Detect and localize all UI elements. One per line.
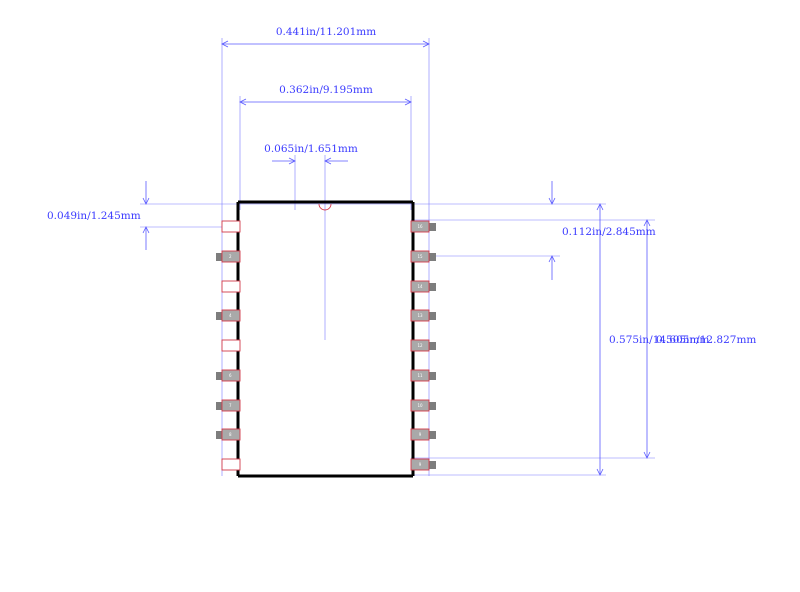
dimension-pin-width	[272, 157, 348, 165]
dim-label-body-length: 0.575in/14.605mm	[609, 334, 709, 346]
left-pad-2: 2	[216, 250, 241, 263]
dim-label-body-width: 0.362in/9.195mm	[279, 84, 373, 96]
left-pad-7: 7	[216, 399, 241, 412]
right-pad-8: 9	[410, 428, 436, 441]
pad	[410, 250, 430, 263]
pad-lead-stub	[216, 312, 222, 320]
pad-lead-stub	[216, 402, 222, 410]
pad	[410, 280, 430, 293]
pin-number: 12	[417, 343, 423, 348]
pad-lead-stub	[429, 372, 436, 380]
pad	[410, 458, 430, 471]
pad-lead-stub	[429, 402, 436, 410]
right-pad-1: 16	[410, 220, 436, 233]
pad	[410, 369, 430, 382]
pad	[221, 250, 241, 263]
pad-lead-stub	[216, 372, 222, 380]
dim-label-pad-length: 0.049in/1.245mm	[47, 210, 141, 222]
package-body-outline	[238, 200, 413, 478]
pin-number: 2	[229, 254, 232, 259]
dimension-body-width	[239, 98, 412, 106]
pin-number: 9	[419, 462, 422, 467]
pin-number: 13	[417, 313, 423, 318]
right-pad-7: 10	[410, 399, 436, 412]
pin-number: 8	[229, 432, 232, 437]
left-pad-1	[221, 220, 241, 233]
pin-number: 15	[417, 254, 423, 259]
dimension-pitch	[548, 181, 556, 280]
pin-number: 6	[229, 373, 232, 378]
dim-label-overall-width: 0.441in/11.201mm	[276, 26, 376, 38]
right-pad-row: 16 15 14 13 12 11 10 9 9	[410, 220, 436, 471]
right-pad-3: 14	[410, 280, 436, 293]
pad	[410, 399, 430, 412]
pad	[410, 220, 430, 233]
pad	[410, 309, 430, 322]
pad	[410, 339, 430, 352]
pad-lead-stub	[429, 253, 436, 261]
dimension-pin-span	[643, 219, 651, 459]
pad-lead-stub	[429, 312, 436, 320]
pad-lead-stub	[429, 431, 436, 439]
empty-pad	[221, 220, 241, 233]
pad	[410, 428, 430, 441]
right-pad-2: 15	[410, 250, 436, 263]
left-pad-5	[221, 339, 241, 352]
pin-number: 4	[229, 313, 232, 318]
left-pad-3	[221, 280, 241, 293]
dimension-body-length	[596, 203, 604, 476]
dim-label-pitch: 0.112in/2.845mm	[562, 226, 656, 238]
left-pad-6: 6	[216, 369, 241, 382]
left-pad-row: 2 4 6 7 8	[216, 220, 241, 471]
dimension-pad-length	[142, 181, 150, 250]
pad-lead-stub	[429, 461, 436, 469]
pin-number: 14	[417, 284, 423, 289]
left-pad-9	[221, 458, 241, 471]
right-pad-9: 9	[410, 458, 436, 471]
pad-lead-stub	[429, 283, 436, 291]
pin-number: 16	[417, 224, 423, 229]
right-pad-5: 12	[410, 339, 436, 352]
dimension-overall-width	[221, 40, 430, 48]
empty-pad	[221, 339, 241, 352]
empty-pad	[221, 280, 241, 293]
right-pad-4: 13	[410, 309, 436, 322]
left-pad-8: 8	[216, 428, 241, 441]
pin-number: 10	[417, 403, 423, 408]
pad-lead-stub	[429, 223, 436, 231]
pin-number: 11	[417, 373, 423, 378]
package-body-sides	[236, 202, 415, 476]
pad	[221, 369, 241, 382]
pad-lead-stub	[429, 342, 436, 350]
left-pad-4: 4	[216, 309, 241, 322]
pad	[221, 309, 241, 322]
pad	[221, 428, 241, 441]
dim-label-pin-width: 0.065in/1.651mm	[264, 143, 358, 155]
pad-lead-stub	[216, 431, 222, 439]
dim-label-pin-span: 0.505in/12.827mm	[656, 334, 756, 346]
pin-number: 7	[229, 403, 232, 408]
pin1-notch	[318, 203, 332, 211]
pad	[221, 399, 241, 412]
right-pad-6: 11	[410, 369, 436, 382]
pad-lead-stub	[216, 253, 222, 261]
pin-number: 9	[419, 432, 422, 437]
empty-pad	[221, 458, 241, 471]
